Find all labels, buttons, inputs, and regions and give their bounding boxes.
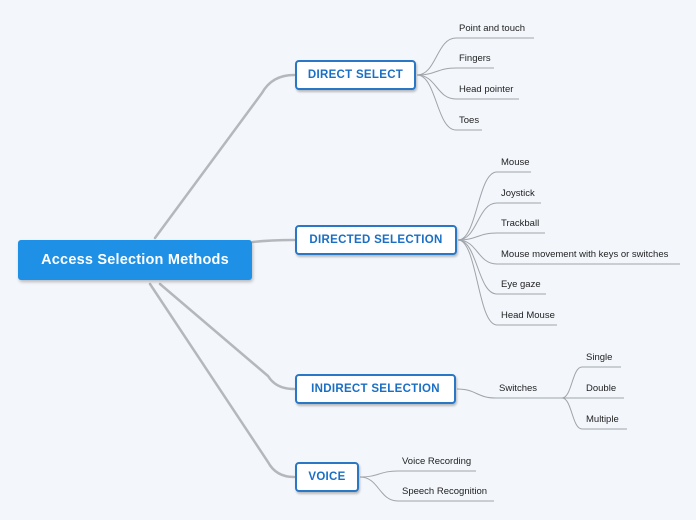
topic-direct-select[interactable]: DIRECT SELECT <box>295 60 416 90</box>
connector-single <box>561 366 621 399</box>
subtopic-head-pointer[interactable]: Head pointer <box>459 84 514 95</box>
topic-indirect-selection[interactable]: INDIRECT SELECTION <box>295 374 456 404</box>
connector-fingers <box>416 67 494 76</box>
connector-head-mouse <box>457 239 557 326</box>
subtopic-head-mouse[interactable]: Head Mouse <box>501 310 555 321</box>
topic-label: DIRECTED SELECTION <box>309 234 443 246</box>
subtopic-mouse[interactable]: Mouse <box>501 157 530 168</box>
topic-label: INDIRECT SELECTION <box>311 383 440 395</box>
connector-switches <box>456 388 562 399</box>
connector-root-indirect-selection <box>158 282 296 391</box>
topic-label: DIRECT SELECT <box>307 69 404 81</box>
connector-speech-recognition <box>359 476 494 502</box>
subtopic-eye-gaze[interactable]: Eye gaze <box>501 279 541 290</box>
subtopic-double[interactable]: Double <box>586 383 617 394</box>
subtopic-point-and-touch[interactable]: Point and touch <box>459 23 526 34</box>
subtopic-switches[interactable]: Switches <box>499 383 538 394</box>
connector-point-and-touch <box>416 37 534 76</box>
connector-voice-recording <box>359 470 476 478</box>
connector-multiple <box>561 397 627 430</box>
root-topic-label: Access Selection Methods <box>41 252 229 268</box>
subtopic-speech-recognition[interactable]: Speech Recognition <box>402 486 488 497</box>
topic-directed-selection[interactable]: DIRECTED SELECTION <box>295 225 457 255</box>
connector-mouse <box>457 171 531 241</box>
connector-root-voice <box>148 282 296 479</box>
connector-root-directed-selection <box>251 238 296 244</box>
connector-trackball <box>457 232 545 241</box>
subtopic-single[interactable]: Single <box>586 352 613 363</box>
connector-toes <box>416 74 482 131</box>
subtopic-voice-recording[interactable]: Voice Recording <box>402 456 472 467</box>
topic-voice[interactable]: VOICE <box>295 462 359 492</box>
connector-head-pointer <box>416 74 519 100</box>
connector-joystick <box>457 202 541 241</box>
subtopic-toes[interactable]: Toes <box>459 115 480 126</box>
subtopic-fingers[interactable]: Fingers <box>459 53 491 64</box>
subtopic-joystick[interactable]: Joystick <box>501 188 535 199</box>
connector-eye-gaze <box>457 239 546 295</box>
connector-mouse-movement-keys <box>457 239 680 265</box>
subtopic-mouse-movement-keys[interactable]: Mouse movement with keys or switches <box>501 249 669 260</box>
subtopic-trackball[interactable]: Trackball <box>501 218 540 229</box>
connector-root-direct-select <box>153 73 296 240</box>
topic-label: VOICE <box>308 471 346 483</box>
root-topic[interactable]: Access Selection Methods <box>18 240 252 280</box>
subtopic-multiple[interactable]: Multiple <box>586 414 619 425</box>
